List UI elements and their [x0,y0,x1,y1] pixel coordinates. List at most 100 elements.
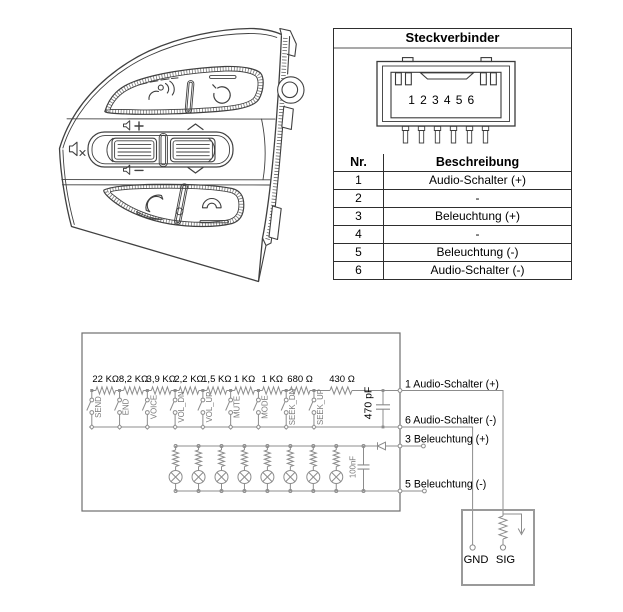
capacitor-100nf-label: 100nF [349,456,358,478]
connector-pins [401,125,490,144]
call-button[interactable] [136,194,164,220]
wheel-screw-boss-inner [281,81,299,99]
wheel-side-step-1 [281,105,294,131]
lamp-icon-cross [308,472,319,482]
resistor-symbol [261,385,283,396]
mode-button[interactable] [209,75,237,107]
switch-label: MUTE [233,396,242,418]
pin-number-cell: 6 [334,261,384,279]
call-button-mark [136,211,163,220]
switch-seek_dn [280,389,290,430]
pin-number-cell: 3 [334,207,384,226]
volume-down-label [123,164,144,175]
rocker-center-divider [158,132,168,168]
svg-text:6: 6 [468,93,475,107]
switch-label: END [122,398,131,415]
connector-pin [466,130,473,144]
sig-arrow [503,513,526,536]
connector-pin [482,130,489,144]
resistor-value-label: 3,9 KΩ [147,374,176,385]
illumination-lamp-branch [168,444,183,493]
switch-voice [141,389,151,430]
switch-label: VOL_DN [177,391,186,422]
top-pod-hatch [105,66,263,115]
sig-terminal [499,544,507,551]
mode-button-mark [209,75,237,79]
voice-button[interactable] [138,77,179,101]
junction-dot [145,389,149,392]
switch-label: MODE [260,395,269,418]
junction-dot [256,389,260,392]
junction-diamond [116,424,123,430]
pin-desc-cell: Audio-Schalter (-) [383,261,571,279]
connector-panel: Steckverbinder 1 2 3 [333,28,572,280]
pin-desc-cell: - [383,189,571,208]
sig-resistor [497,515,509,540]
resistor-symbol [123,385,144,396]
connector-pin-base [481,125,490,131]
lamp-resistor-symbol [171,449,181,467]
pin-table-header-row: Nr. Beschreibung [334,154,571,172]
pin-table-row: 4 - [334,225,571,244]
connector-pin-base [401,125,410,131]
terminal-6-label: 6 Audio-Schalter (-) [405,415,496,427]
connector-slot-2 [404,72,412,86]
volume-grip-pad[interactable] [111,137,158,163]
switch-label: SEEK_DN [288,389,297,425]
junction-dot [312,389,316,392]
connector-pin-base [449,125,458,131]
switch-top-contact [283,397,289,403]
switch-arm [141,401,147,411]
switch-label: SEND [94,396,103,418]
connector-pin-base [465,125,474,131]
pin-desc-cell: Beleuchtung (+) [383,207,571,226]
pin-desc-cell: Beleuchtung (-) [383,243,571,262]
top-pod-outer [104,65,264,115]
mode-icon-tick [212,84,217,89]
pin-number-cell: 4 [334,225,384,244]
wheel-side-flange [257,35,291,283]
lamp-icon-cross [262,472,273,482]
lamp-resistor-symbol [308,449,318,467]
lamp-icon-cross [331,472,342,482]
switch-arm [114,401,119,411]
switch-arm [197,401,203,411]
connector-pin [434,130,441,144]
junction-dot [201,389,205,392]
end-call-button-mark [199,219,229,224]
resistor-symbol [329,385,353,396]
seek-grip-pad[interactable] [169,137,216,163]
resistor-value-label: 8,2 KΩ [119,374,148,385]
lamp-resistor-symbol [331,449,341,467]
lamp-icon [237,470,252,484]
terminal-wires [397,388,504,545]
lamp-icon [168,470,183,484]
call-icon [145,194,164,213]
connector-pin [450,130,457,144]
volume-up-speaker-icon [123,120,131,131]
switch-mode [252,389,262,430]
lamp-icon-cross [239,472,250,482]
illumination-diode [376,441,386,451]
junction-dot [173,444,178,448]
junction-dot [334,489,339,493]
volume-seek-rocker[interactable] [87,131,234,168]
rocker-left-cap [106,137,114,163]
connector-pin [418,130,425,144]
resistor-value-label: 1 KΩ [234,374,255,385]
mode-icon [213,86,231,104]
junction-dot [219,489,224,493]
pin-table-row: 2 - [334,189,571,208]
top-button-pod [104,65,264,115]
junction-dot [288,489,293,493]
capacitor-470pf-label: 470 pF [363,387,375,420]
lamp-icon-cross [285,472,296,482]
bottom-button-pod [103,183,245,228]
end-call-button[interactable] [199,197,229,224]
lamp-icon [214,470,229,484]
connector-pin-base [433,125,442,131]
switch-top-contact [172,397,178,403]
switch-top-contact [256,397,261,403]
